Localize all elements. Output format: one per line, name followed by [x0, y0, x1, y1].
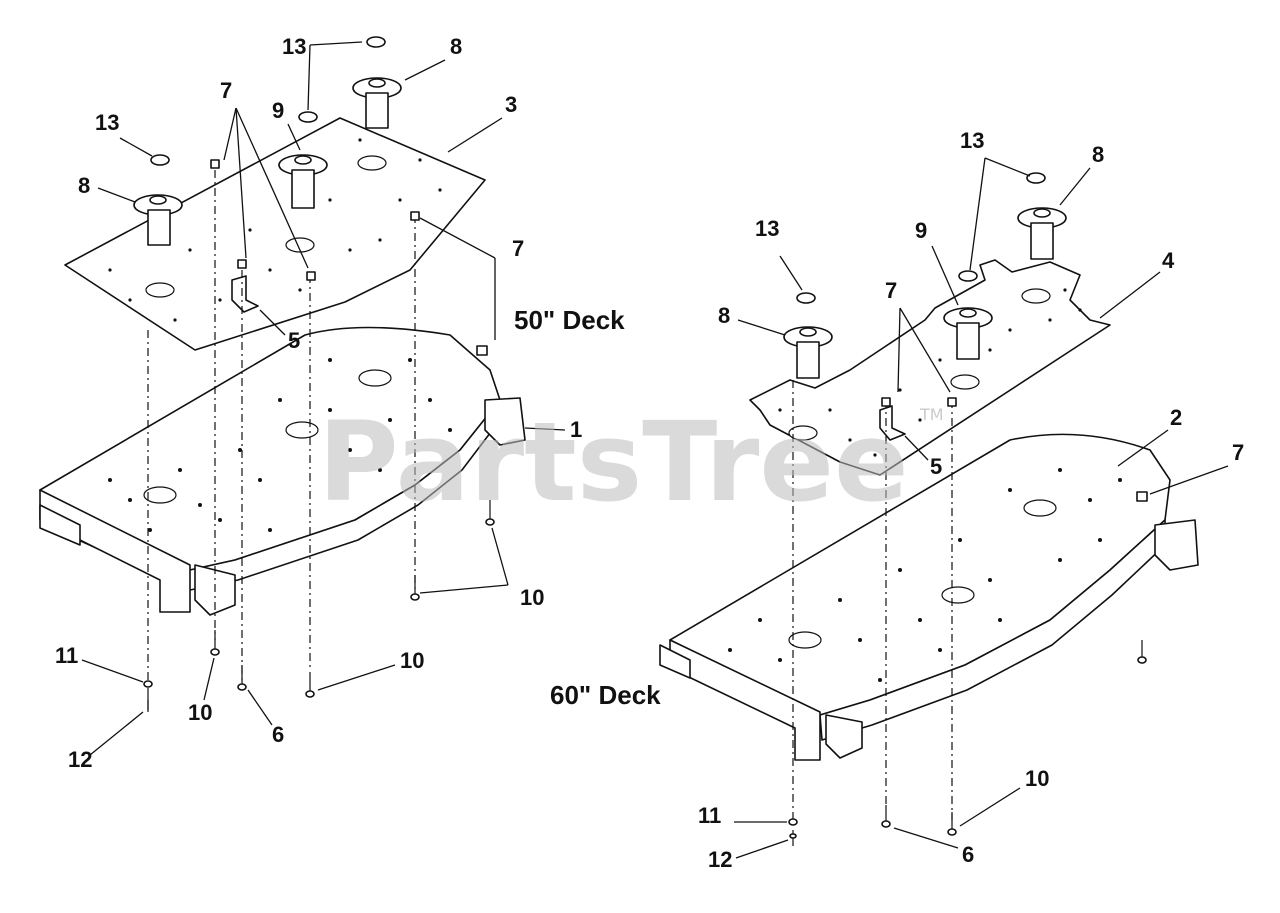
deck-60-assembly: 13 8 13 9 4 8 7 5 2 7 10 11 6 12 60" Dec… [550, 128, 1244, 872]
deck-label-50: 50" Deck [514, 305, 625, 335]
callout-part-5-left: 5 [288, 328, 300, 353]
callout-part-13-left-top: 13 [282, 34, 306, 59]
deck-housing-part-1: 1 [39, 326, 582, 616]
washer-part-13-left-c [298, 111, 318, 123]
nut-part-7-right-b [947, 397, 957, 407]
callout-part-8-right-side: 8 [718, 303, 730, 328]
callout-part-11-left: 11 [55, 643, 78, 668]
callout-part-7-right: 7 [885, 278, 897, 303]
callout-part-10-left-mid: 10 [188, 700, 212, 725]
bolts-left [143, 500, 495, 712]
watermark-trademark: TM [919, 405, 944, 424]
washer-part-13-right-a [796, 292, 816, 304]
callout-part-7-left-top: 7 [220, 78, 232, 103]
nut-part-7-left-b [237, 259, 247, 269]
callout-part-8-right-top: 8 [1092, 142, 1104, 167]
spindle-part-8-left-a [133, 194, 183, 246]
nut-part-7-left-a [210, 159, 220, 169]
nut-part-7-left-d [410, 211, 420, 221]
bolts-right [788, 640, 1147, 846]
spindle-part-9-right [943, 307, 993, 360]
callout-part-13-left-side: 13 [95, 110, 119, 135]
callout-part-9-left: 9 [272, 98, 284, 123]
spindle-part-8-right-a [783, 326, 833, 379]
mounting-plate-part-4 [749, 259, 1111, 476]
deck-housing-part-2 [659, 433, 1199, 761]
nut-part-7-left-e [476, 345, 488, 356]
washer-part-13-left-b [366, 36, 386, 48]
deck-label-60: 60" Deck [550, 680, 661, 710]
nut-part-7-left-c [306, 271, 316, 281]
callout-part-5-right: 5 [930, 454, 942, 479]
callout-part-2-right: 2 [1170, 405, 1182, 430]
callout-part-7-left-right: 7 [512, 236, 524, 261]
callout-part-12-left: 12 [68, 747, 92, 772]
callout-part-12-right: 12 [708, 847, 732, 872]
mounting-plate-part-3: 3 [64, 92, 517, 351]
callout-part-8-left-side: 8 [78, 173, 90, 198]
callout-part-13-right-top: 13 [960, 128, 984, 153]
spindle-part-8-left-b [352, 77, 402, 129]
callout-part-10-left-right: 10 [520, 585, 544, 610]
callout-part-11-right: 11 [698, 803, 721, 828]
callout-part-13-right-side: 13 [755, 216, 779, 241]
nut-part-7-right-a [881, 397, 891, 407]
callout-part-6-right: 6 [962, 842, 974, 867]
callout-part-1: 1 [570, 417, 582, 442]
nut-part-7-right-c [1136, 491, 1148, 502]
callout-part-7-right-side: 7 [1232, 440, 1244, 465]
callout-part-10-left-bottom: 10 [400, 648, 424, 673]
washer-part-13-left-a [150, 154, 170, 166]
bracket-part-5-left [231, 275, 259, 313]
callout-part-8-left-top: 8 [450, 34, 462, 59]
callout-part-3: 3 [505, 92, 517, 117]
spindle-part-8-right-b [1017, 207, 1067, 260]
callout-part-10-right: 10 [1025, 766, 1049, 791]
washer-part-13-right-b [1026, 172, 1046, 184]
spindle-part-9-left [278, 154, 328, 209]
callout-part-9-right: 9 [915, 218, 927, 243]
deck-50-assembly: 1 3 [39, 34, 625, 772]
callout-part-4-right: 4 [1162, 248, 1175, 273]
callout-part-6-left: 6 [272, 722, 284, 747]
partstree-watermark: PartsTree [318, 398, 909, 526]
washer-part-13-right-c [958, 270, 978, 282]
